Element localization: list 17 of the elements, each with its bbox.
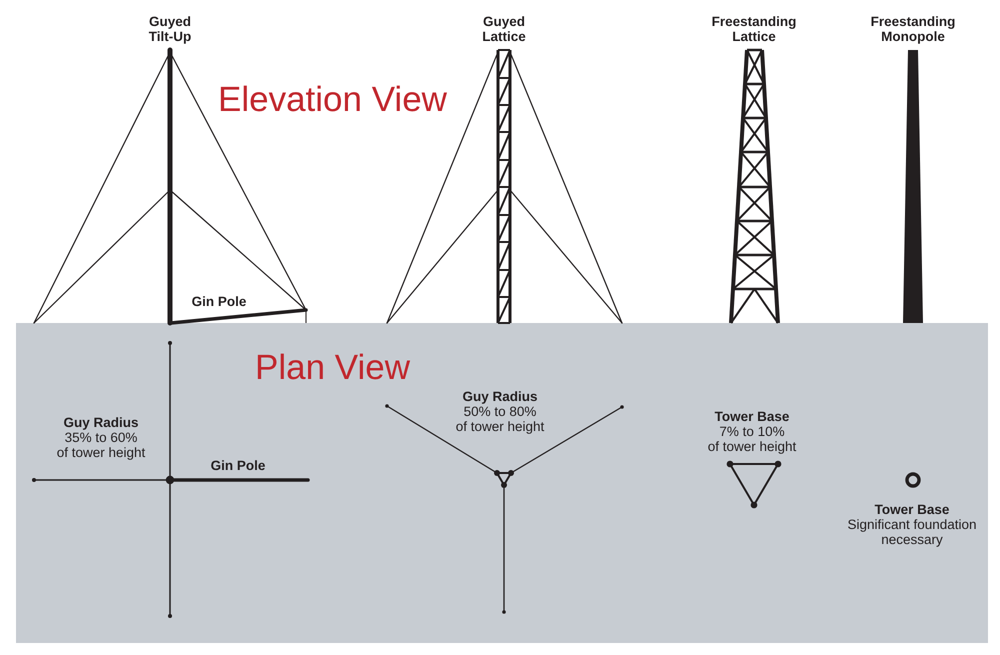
callout-heading: Guy Radius	[462, 389, 538, 404]
callout-heading: Tower Base	[874, 502, 950, 517]
part-label: Gin Pole	[210, 458, 266, 473]
callout-heading: Guy Radius	[64, 415, 138, 430]
tower-type-label: Freestanding Monopole	[870, 14, 956, 44]
tower-type-label: Freestanding Lattice	[712, 14, 796, 44]
part-label: Gin Pole	[192, 294, 246, 309]
section-heading: Elevation View	[218, 82, 447, 117]
callout-text: Significant foundation necessary	[847, 517, 977, 547]
section-heading: Plan View	[255, 350, 410, 385]
callout-text: 7% to 10% of tower height	[708, 424, 796, 454]
callout-text: 35% to 60% of tower height	[56, 430, 146, 460]
tower-type-label: Guyed Tilt-Up	[148, 14, 192, 44]
tower-type-label: Guyed Lattice	[482, 14, 526, 44]
callout-heading: Tower Base	[714, 409, 790, 424]
callout-text: 50% to 80% of tower height	[456, 404, 544, 434]
plan-view-panel	[16, 323, 988, 643]
